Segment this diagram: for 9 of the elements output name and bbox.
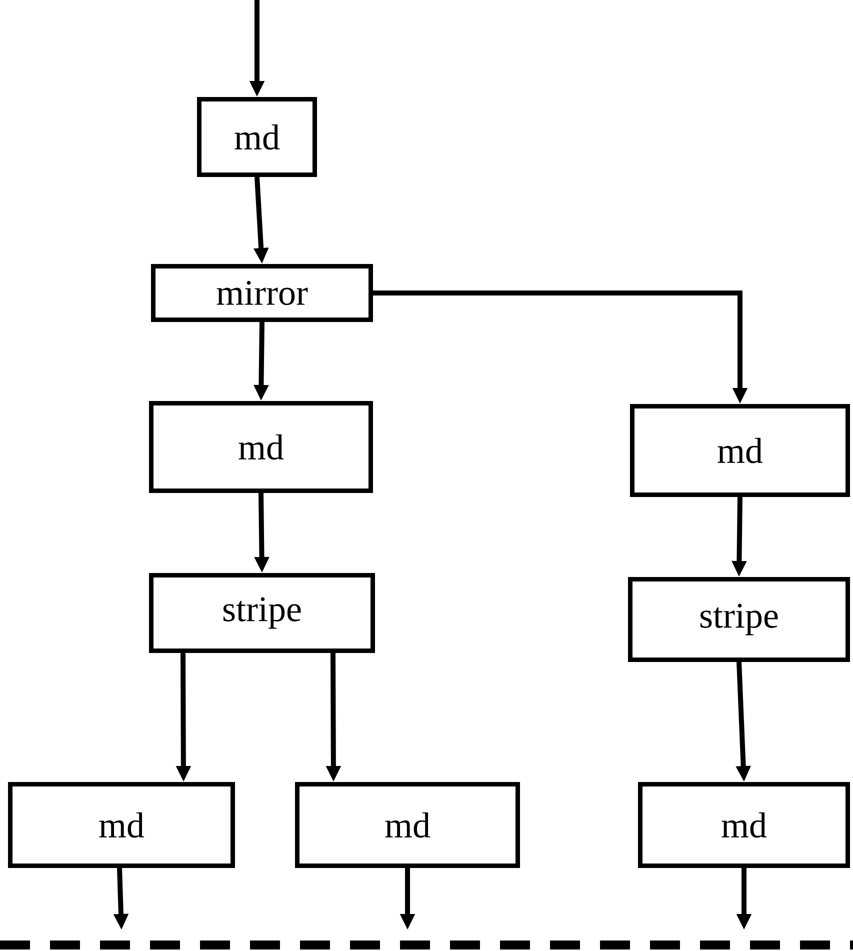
process-box: stripe — [628, 577, 850, 662]
process-box: md — [8, 782, 235, 868]
process-box: stripe — [149, 573, 375, 653]
process-box: mirror — [151, 264, 373, 322]
process-box: md — [295, 782, 520, 868]
process-box: md — [630, 404, 850, 497]
process-box: md — [197, 97, 317, 177]
process-box: md — [638, 782, 850, 868]
process-box: md — [149, 401, 373, 493]
